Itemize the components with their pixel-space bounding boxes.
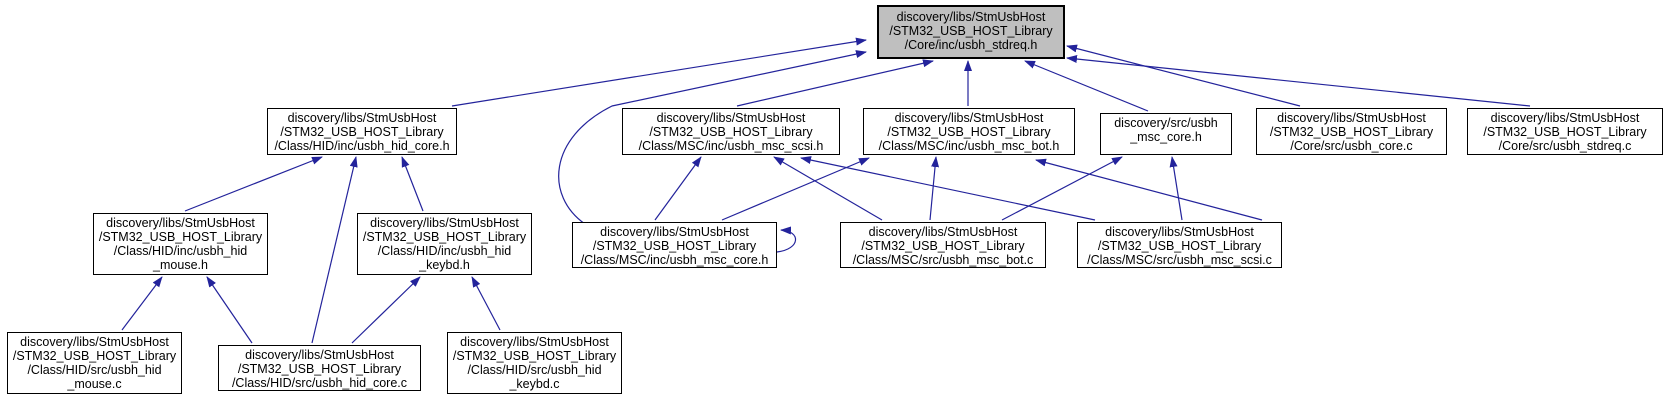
edge-msc_bot_c-to-msc_scsi_h bbox=[773, 156, 883, 221]
edge-hid_core_c-to-hid_core_h bbox=[311, 156, 358, 344]
node-usbh_stdreq_h[interactable]: discovery/libs/StmUsbHost /STM32_USB_HOS… bbox=[877, 5, 1065, 59]
edge-msc_core_h-to-msc_core_h bbox=[776, 226, 797, 253]
edge-usbh_stdreq_c-to-usbh_stdreq_h bbox=[1066, 55, 1531, 107]
edge-hid_core_h-to-usbh_stdreq_h bbox=[451, 37, 867, 107]
edge-msc_core_h-to-usbh_stdreq_h bbox=[558, 50, 867, 225]
edge-hid_core_c-to-hid_keybd_h bbox=[351, 276, 421, 344]
edge-hid_keybd_c-to-hid_keybd_h bbox=[471, 276, 501, 331]
edge-msc_core_h-to-msc_bot_h bbox=[721, 157, 870, 221]
node-hid_keybd_c[interactable]: discovery/libs/StmUsbHost /STM32_USB_HOS… bbox=[447, 332, 622, 394]
node-usbh_core_c[interactable]: discovery/libs/StmUsbHost /STM32_USB_HOS… bbox=[1256, 108, 1447, 155]
edge-hid_core_c-to-hid_mouse_h bbox=[206, 276, 253, 344]
node-msc_bot_h[interactable]: discovery/libs/StmUsbHost /STM32_USB_HOS… bbox=[863, 108, 1075, 155]
node-src_msc_core_h[interactable]: discovery/src/usbh _msc_core.h bbox=[1100, 113, 1232, 155]
node-msc_scsi_h[interactable]: discovery/libs/StmUsbHost /STM32_USB_HOS… bbox=[622, 108, 840, 155]
edge-src_msc_core_h-to-usbh_stdreq_h bbox=[1024, 60, 1149, 112]
node-hid_core_h[interactable]: discovery/libs/StmUsbHost /STM32_USB_HOS… bbox=[267, 108, 457, 155]
edge-usbh_core_c-to-usbh_stdreq_h bbox=[1066, 44, 1301, 107]
edge-msc_scsi_c-to-src_msc_core_h bbox=[1169, 156, 1183, 221]
node-msc_core_h[interactable]: discovery/libs/StmUsbHost /STM32_USB_HOS… bbox=[572, 222, 777, 268]
edge-msc_scsi_c-to-msc_scsi_h bbox=[800, 156, 1096, 221]
edge-msc_scsi_c-to-msc_bot_h bbox=[1035, 158, 1263, 221]
node-hid_mouse_h[interactable]: discovery/libs/StmUsbHost /STM32_USB_HOS… bbox=[93, 213, 268, 275]
edge-hid_mouse_h-to-hid_core_h bbox=[184, 156, 323, 212]
edge-hid_mouse_c-to-hid_mouse_h bbox=[121, 276, 163, 331]
node-msc_bot_c[interactable]: discovery/libs/StmUsbHost /STM32_USB_HOS… bbox=[840, 222, 1046, 268]
node-hid_core_c[interactable]: discovery/libs/StmUsbHost /STM32_USB_HOS… bbox=[218, 345, 421, 391]
node-hid_mouse_c[interactable]: discovery/libs/StmUsbHost /STM32_USB_HOS… bbox=[7, 332, 182, 394]
node-hid_keybd_h[interactable]: discovery/libs/StmUsbHost /STM32_USB_HOS… bbox=[357, 213, 532, 275]
edge-hid_keybd_h-to-hid_core_h bbox=[401, 156, 424, 212]
edge-msc_core_h-to-msc_scsi_h bbox=[654, 156, 702, 221]
edge-msc_bot_c-to-src_msc_core_h bbox=[1001, 156, 1123, 221]
edge-msc_bot_c-to-msc_bot_h bbox=[929, 156, 940, 221]
edge-msc_scsi_h-to-usbh_stdreq_h bbox=[736, 59, 934, 107]
node-usbh_stdreq_c[interactable]: discovery/libs/StmUsbHost /STM32_USB_HOS… bbox=[1467, 108, 1663, 155]
node-msc_scsi_c[interactable]: discovery/libs/StmUsbHost /STM32_USB_HOS… bbox=[1077, 222, 1282, 268]
